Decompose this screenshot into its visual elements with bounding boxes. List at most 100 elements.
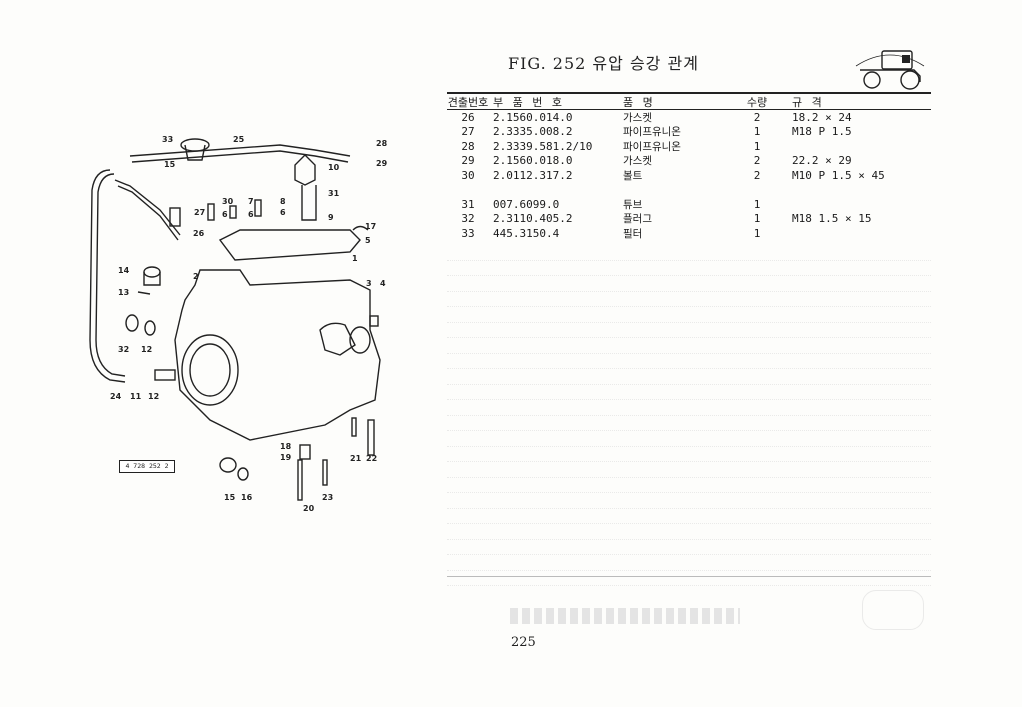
table-row: 31 007.6099.0 튜브 1 <box>447 197 931 212</box>
cell-spec: M18 1.5 × 15 <box>792 212 872 226</box>
callout-15-bottom: 15 <box>224 493 236 502</box>
figure-reference-code: 4 728 252 2 <box>119 460 175 473</box>
cell-part-name: 필터 <box>623 227 643 240</box>
cell-no: 27 <box>461 125 475 139</box>
cell-no: 28 <box>461 139 475 153</box>
callout-22: 22 <box>366 454 377 463</box>
cell-part-number: 2.3339.581.2/10 <box>493 139 593 153</box>
callout-3: 3 <box>366 279 372 288</box>
cell-part-number: 2.1560.014.0 <box>493 110 573 124</box>
table-top-rule <box>447 92 931 94</box>
cell-no: 29 <box>461 154 475 168</box>
cell-part-number: 2.3335.008.2 <box>493 125 573 139</box>
cell-part-name: 볼트 <box>623 169 643 182</box>
callout-12a: 12 <box>141 345 152 354</box>
cell-quantity: 1 <box>753 226 761 240</box>
callout-24: 24 <box>110 392 122 401</box>
cell-part-number: 445.3150.4 <box>493 226 560 240</box>
callout-10: 10 <box>328 163 340 172</box>
header-part-name: 품 명 <box>623 95 656 109</box>
callout-30: 30 <box>222 197 234 206</box>
callout-2: 2 <box>193 272 199 281</box>
callout-17: 17 <box>365 222 376 231</box>
cell-part-name: 튜브 <box>623 198 643 211</box>
parts-table: 견출번호 부 품 번 호 품 명 수량 규 격 26 2.1560.014.0 … <box>447 92 931 241</box>
cell-no: 26 <box>461 110 475 124</box>
callout-32: 32 <box>118 345 129 354</box>
cell-part-number: 2.1560.018.0 <box>493 154 573 168</box>
callout-19: 19 <box>280 453 292 462</box>
callout-16: 16 <box>241 493 253 502</box>
callout-6a: 6 <box>222 210 228 219</box>
cell-spec: 18.2 × 24 <box>792 110 852 124</box>
table-row: 33 445.3150.4 필터 1 <box>447 226 931 241</box>
callout-23: 23 <box>322 493 333 502</box>
cell-quantity: 2 <box>753 168 761 182</box>
bleed-through-rule <box>447 576 931 577</box>
bleed-through-tractor <box>862 590 924 630</box>
callout-33: 33 <box>162 135 173 144</box>
cell-part-number: 2.3110.405.2 <box>493 212 573 226</box>
callout-4: 4 <box>380 279 386 288</box>
cell-spec: M10 P 1.5 × 45 <box>792 168 885 182</box>
cell-no: 32 <box>461 212 475 226</box>
callout-11: 11 <box>130 392 142 401</box>
table-row: 32 2.3110.405.2 플러그 1 M18 1.5 × 15 <box>447 212 931 227</box>
callout-29: 29 <box>376 159 388 168</box>
callout-26: 26 <box>193 229 205 238</box>
bleed-through-ghost-rows <box>447 245 931 586</box>
header-spec: 규 격 <box>792 95 825 109</box>
callout-18: 18 <box>280 442 292 451</box>
cell-part-number: 2.0112.317.2 <box>493 168 573 182</box>
callout-25: 25 <box>233 135 245 144</box>
callout-27: 27 <box>194 208 205 217</box>
cell-part-name: 가스켓 <box>623 111 652 124</box>
cell-quantity: 1 <box>753 139 761 153</box>
callout-7: 7 <box>248 197 254 206</box>
callout-20: 20 <box>303 504 315 513</box>
callout-13: 13 <box>118 288 129 297</box>
cell-quantity: 2 <box>753 154 761 168</box>
callout-31: 31 <box>328 189 340 198</box>
table-row: 27 2.3335.008.2 파이프유니온 1 M18 P 1.5 <box>447 125 931 140</box>
callout-14: 14 <box>118 266 130 275</box>
callout-5: 5 <box>365 236 371 245</box>
table-row: 29 2.1560.018.0 가스켓 2 22.2 × 29 <box>447 154 931 169</box>
callout-12b: 12 <box>148 392 159 401</box>
callout-28: 28 <box>376 139 388 148</box>
cell-no: 33 <box>461 226 475 240</box>
header-no: 견출번호 <box>447 95 489 109</box>
callout-15-top: 15 <box>164 160 176 169</box>
table-header: 견출번호 부 품 번 호 품 명 수량 규 격 <box>447 94 931 110</box>
cell-spec: 22.2 × 29 <box>792 154 852 168</box>
callout-6b: 6 <box>248 210 254 219</box>
header-quantity: 수량 <box>746 95 768 109</box>
table-row: 30 2.0112.317.2 볼트 2 M10 P 1.5 × 45 <box>447 168 931 183</box>
cell-quantity: 1 <box>753 197 761 211</box>
tractor-icon <box>855 50 925 90</box>
callout-8: 8 <box>280 197 286 206</box>
bleed-through-title <box>510 608 740 624</box>
cell-part-name: 플러그 <box>623 213 652 226</box>
page-number: 225 <box>511 635 536 650</box>
cell-part-name: 가스켓 <box>623 155 652 168</box>
cell-quantity: 1 <box>753 212 761 226</box>
callout-9: 9 <box>328 213 334 222</box>
table-row: 28 2.3339.581.2/10 파이프유니온 1 <box>447 139 931 154</box>
cell-spec: M18 P 1.5 <box>792 125 852 139</box>
cell-part-number: 007.6099.0 <box>493 197 560 211</box>
cell-part-name: 파이프유니온 <box>623 126 681 139</box>
callout-21: 21 <box>350 454 362 463</box>
table-row-blank <box>447 183 931 198</box>
table-row: 26 2.1560.014.0 가스켓 2 18.2 × 24 <box>447 110 931 125</box>
figure-title: FIG. 252 유압 승강 관계 <box>508 54 699 73</box>
exploded-parts-diagram: 33 25 28 15 29 10 31 27 30 6 7 6 8 6 26 … <box>70 120 415 520</box>
cell-no: 31 <box>461 197 475 211</box>
cell-quantity: 2 <box>753 110 761 124</box>
callout-1: 1 <box>352 254 358 263</box>
callout-6c: 6 <box>280 208 286 217</box>
header-part-number: 부 품 번 호 <box>493 95 565 109</box>
cell-part-name: 파이프유니온 <box>623 140 681 153</box>
cell-no: 30 <box>461 168 475 182</box>
